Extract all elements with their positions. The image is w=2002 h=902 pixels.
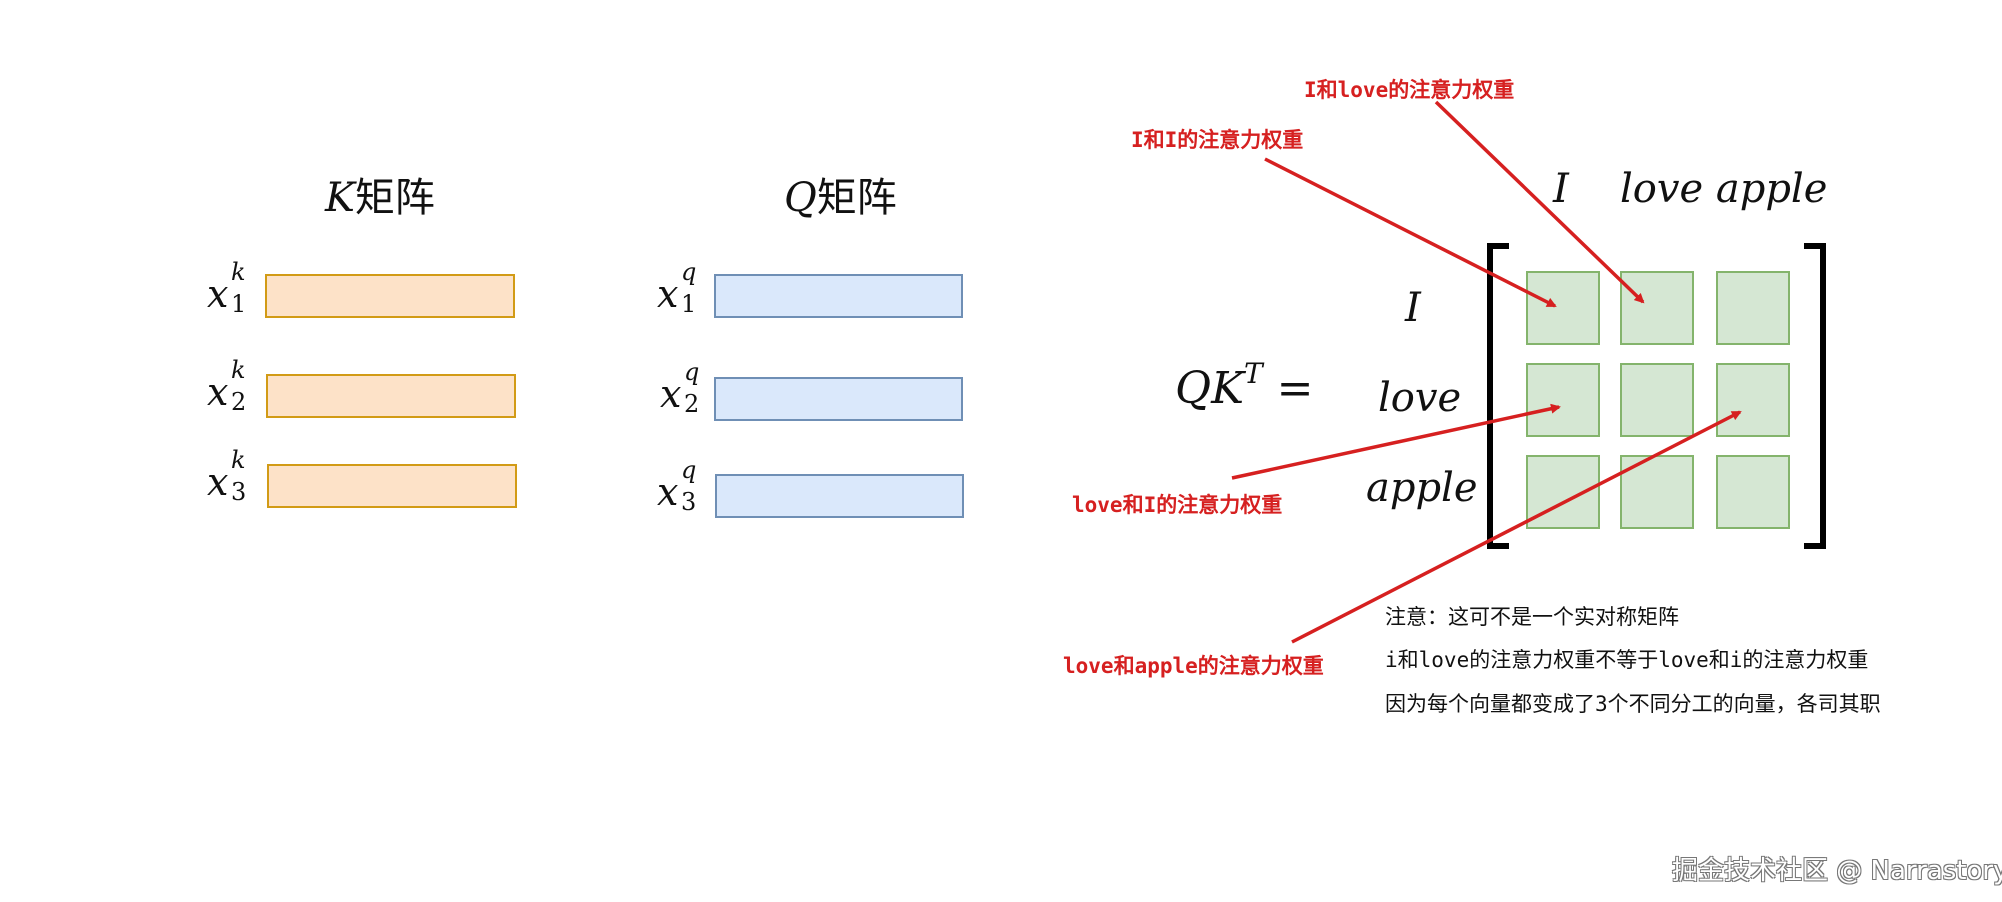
note-line-3: 因为每个向量都变成了3个不同分工的向量，各司其职 <box>1385 692 1881 716</box>
arrow-love-apple <box>1291 410 1742 644</box>
qkt-lhs: QK <box>1175 363 1244 414</box>
annotation-love-apple: love和apple的注意力权重 <box>1063 654 1324 678</box>
matrix-cell-r2-c3 <box>1716 363 1790 437</box>
qkt-equals: = <box>1276 363 1314 414</box>
k-matrix-title-text: 矩阵 <box>354 175 435 221</box>
q-matrix-symbol: Q <box>784 175 817 221</box>
annotation-love-i: love和I的注意力权重 <box>1072 493 1283 517</box>
matrix-cell-r1-c2 <box>1620 271 1694 345</box>
q-matrix-title-text: 矩阵 <box>816 175 897 221</box>
row-label-apple: apple <box>1366 465 1478 511</box>
annotation-i-i: I和I的注意力权重 <box>1131 128 1304 152</box>
watermark: 掘金技术社区 @ Narrastory <box>1672 856 2002 886</box>
annotation-i-love: I和love的注意力权重 <box>1304 78 1515 102</box>
k-matrix-title: K矩阵 <box>325 165 435 223</box>
k-vector-bar-2 <box>266 374 516 418</box>
q-matrix-title: Q矩阵 <box>784 165 897 223</box>
qkt-transpose: T <box>1243 357 1263 390</box>
q-vector-bar-3 <box>715 474 964 518</box>
arrow-i-love <box>1434 100 1645 304</box>
matrix-left-bracket <box>1487 243 1509 549</box>
row-label-love: love <box>1378 375 1462 421</box>
matrix-cell-r2-c2 <box>1620 363 1694 437</box>
q-vector-bar-1 <box>714 274 963 318</box>
note-line-2: i和love的注意力权重不等于love和i的注意力权重 <box>1385 648 1869 672</box>
note-line-1: 注意：这可不是一个实对称矩阵 <box>1385 605 1679 629</box>
matrix-cell-r1-c3 <box>1716 271 1790 345</box>
col-label-i: I <box>1553 166 1569 212</box>
k-vector-bar-3 <box>267 464 517 508</box>
arrow-i-i <box>1264 157 1557 308</box>
matrix-cell-r3-c3 <box>1716 455 1790 529</box>
k-matrix-symbol: K <box>325 175 355 221</box>
matrix-right-bracket <box>1804 243 1826 549</box>
qkt-equation: QKT = <box>1175 357 1314 414</box>
q-vector-bar-2 <box>714 377 963 421</box>
arrow-love-i <box>1231 403 1561 480</box>
matrix-cell-r2-c1 <box>1526 363 1600 437</box>
matrix-cell-r1-c1 <box>1526 271 1600 345</box>
col-label-love-apple: love apple <box>1620 166 1828 212</box>
k-vector-bar-1 <box>265 274 515 318</box>
row-label-i: I <box>1405 285 1421 331</box>
